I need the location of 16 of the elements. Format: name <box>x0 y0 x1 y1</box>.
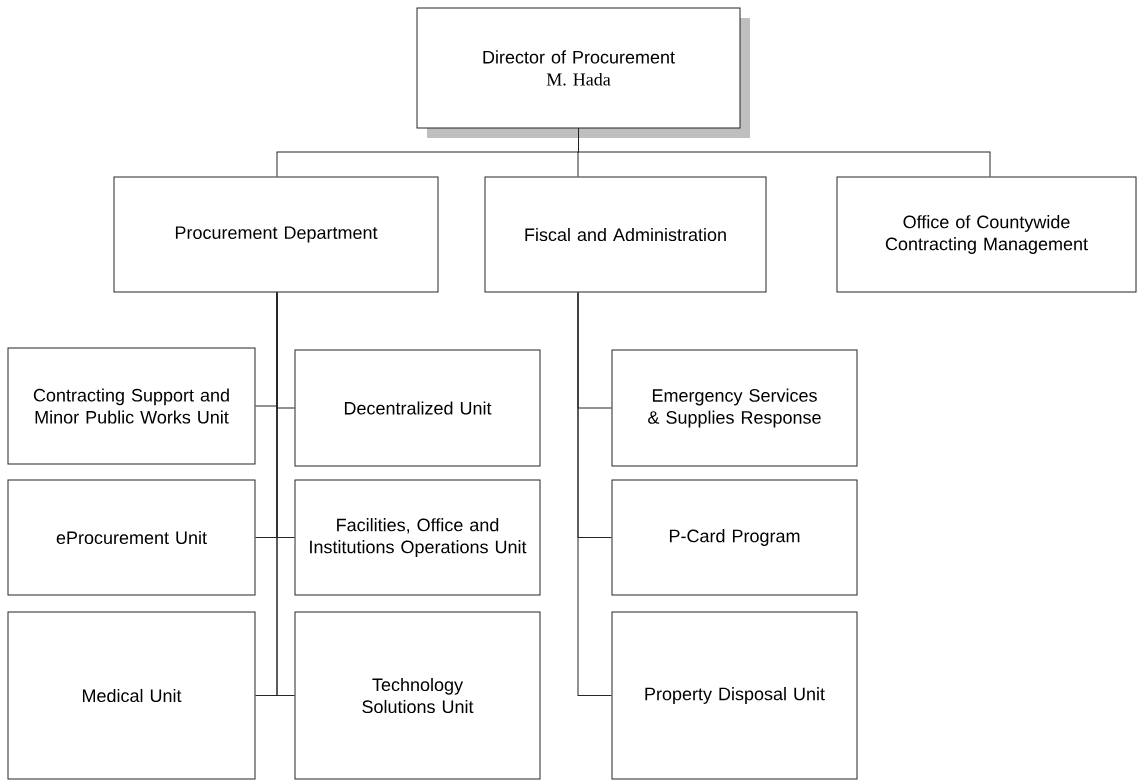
connector-line <box>577 292 612 696</box>
connector-line <box>578 128 991 177</box>
connector-line <box>276 292 295 696</box>
org-box: Medical Unit <box>7 611 256 780</box>
org-box: eProcurement Unit <box>7 479 256 596</box>
org-box: Decentralized Unit <box>294 349 541 467</box>
org-box: Emergency Services & Supplies Response <box>611 349 858 467</box>
org-box: Contracting Support and Minor Public Works Unit <box>7 347 256 465</box>
org-box: Technology Solutions Unit <box>294 611 541 780</box>
org-box: Director of Procurement M. Hada <box>416 7 750 138</box>
org-box: Fiscal and Administration <box>484 176 767 293</box>
org-box: Facilities, Office and Institutions Operations Unit <box>294 479 541 596</box>
org-box: P-Card Program <box>611 479 858 596</box>
org-box: Office of Countywide Contracting Management <box>836 176 1137 293</box>
org-box: Property Disposal Unit <box>611 611 858 780</box>
org-box: Procurement Department <box>113 176 439 293</box>
